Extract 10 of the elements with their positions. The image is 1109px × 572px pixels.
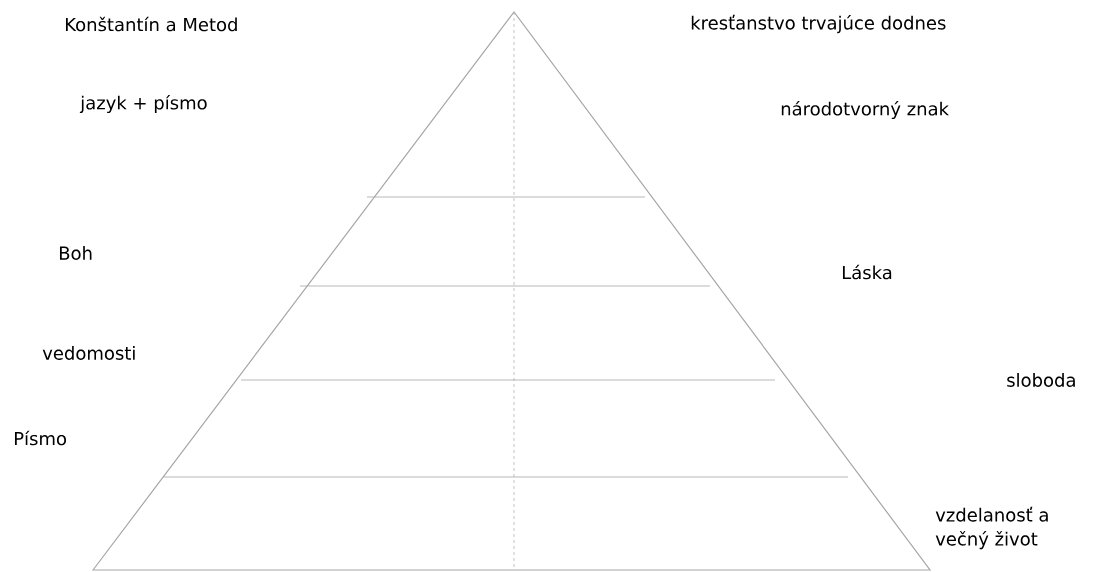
label: Písmo xyxy=(15,430,66,446)
label: Konštantín a Metod xyxy=(66,16,237,32)
label: Boh xyxy=(60,246,92,260)
label: vzdelanosť a večný život xyxy=(935,506,1048,550)
label: kresťanstvo trvajúce dodnes xyxy=(691,14,946,34)
label: národotvorný znak xyxy=(781,100,949,120)
label: vedomosti xyxy=(42,346,135,360)
label: Láska xyxy=(843,264,892,280)
label: sloboda xyxy=(1007,373,1075,387)
label: jazyk + písmo xyxy=(79,94,207,114)
